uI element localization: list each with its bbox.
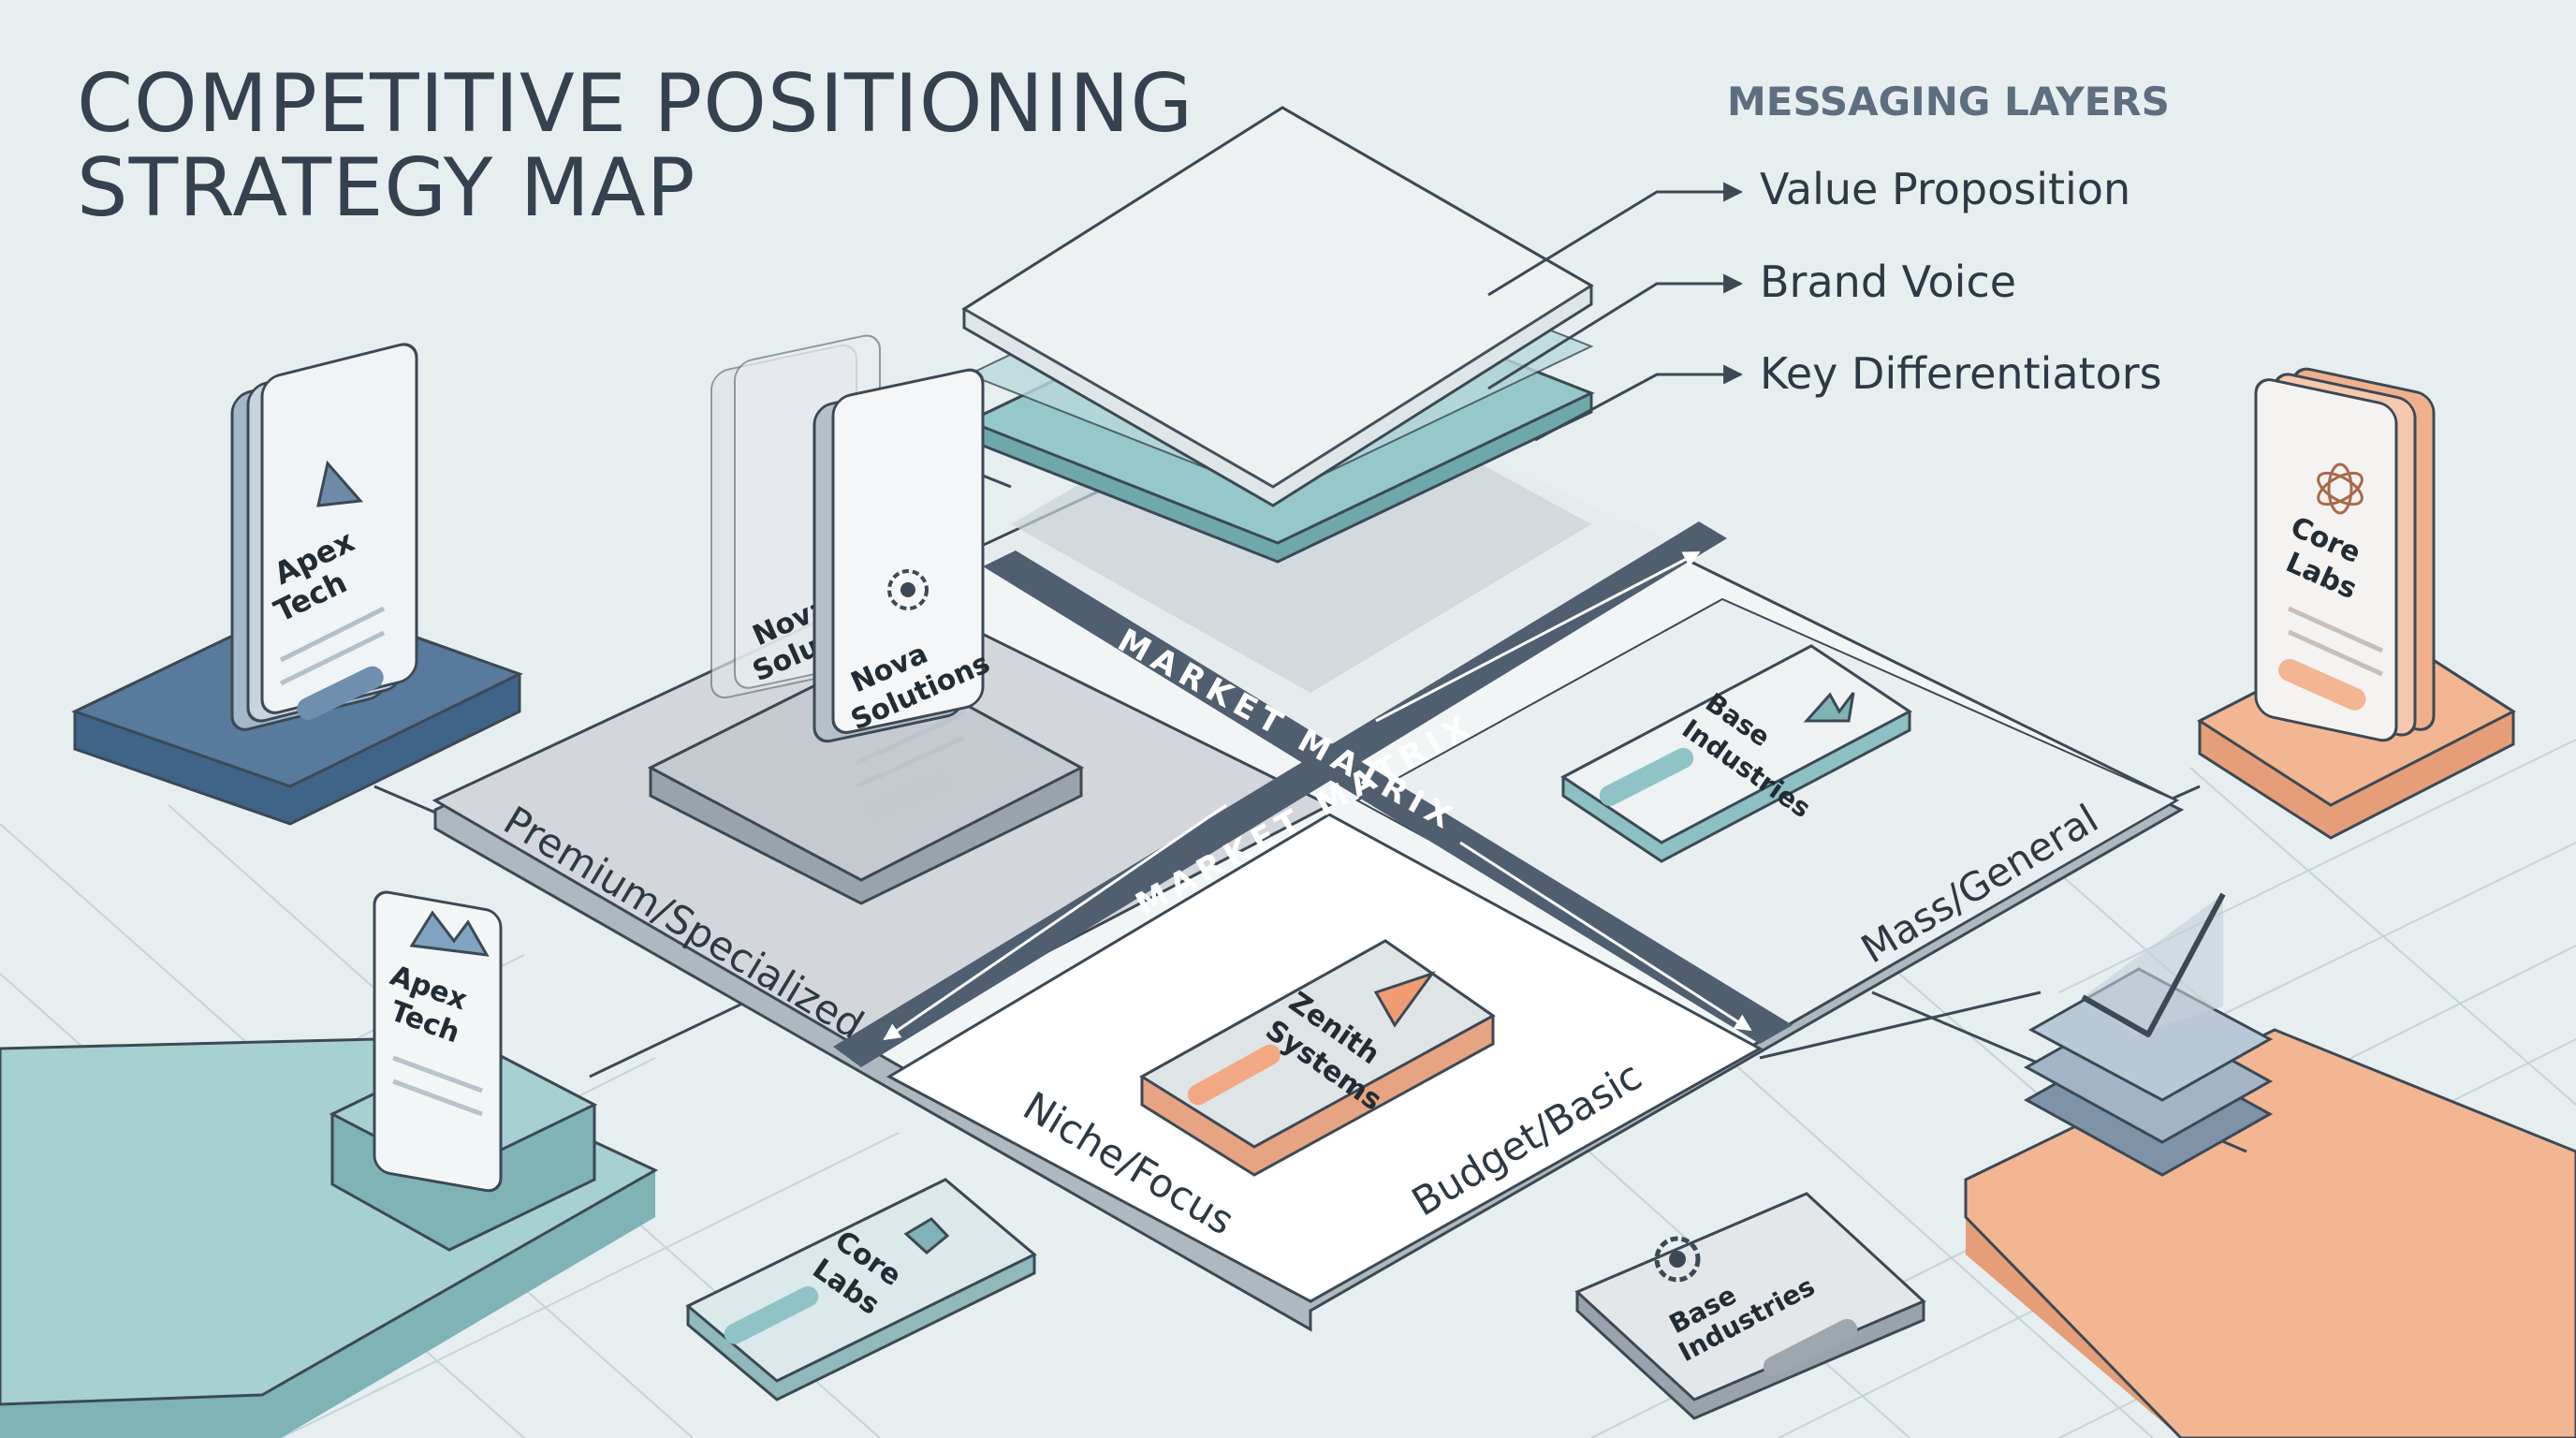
check-panel [2083, 894, 2223, 1034]
nova-solutions-block: Nova Solutions Nova Solutions [647, 334, 1085, 905]
layer-label-key-differentiators: Key Differentiators [1760, 348, 2162, 399]
market-band-horizontal [983, 550, 1793, 1044]
core-labs-tile-lower: Core Labs [685, 1178, 1037, 1401]
zenith-systems-tile: Zenith Systems [1139, 939, 1496, 1177]
layer-label-brand-voice: Brand Voice [1760, 257, 2016, 307]
base-industries-tile-upper: Base Industries [1560, 644, 1912, 863]
mountain-logo-icon [409, 910, 490, 957]
stacked-tiles-checkmark [2023, 892, 2274, 1177]
nova-gear-icon [887, 569, 929, 610]
layer-label-value-proposition: Value Proposition [1760, 164, 2130, 214]
messaging-layers-heading: MESSAGING LAYERS [1727, 79, 2170, 125]
checkmark-icon [2081, 892, 2226, 1037]
messaging-layers-stack [961, 106, 1595, 693]
core-labs-logo-icon [903, 1217, 950, 1255]
market-band-vertical [833, 521, 1727, 1067]
base-industries-tile-lower: Base Industries [1574, 1192, 1926, 1420]
gear-icon [1654, 1236, 1701, 1283]
apex-tech-block-upper: Apex Tech [71, 343, 523, 826]
page-title-line2: STRATEGY MAP [77, 141, 696, 235]
core-labs-block-upper: Core Labs [2196, 367, 2517, 840]
apex-tech-block-lower: Apex Tech [329, 890, 598, 1252]
zenith-logo-icon [1373, 971, 1436, 1028]
messaging-pointers [1487, 182, 1744, 442]
factory-icon [1803, 692, 1855, 723]
atom-icon [2317, 462, 2364, 515]
apex-logo-icon [316, 460, 364, 507]
page-title-line1: COMPETITIVE POSITIONING [77, 57, 1193, 151]
